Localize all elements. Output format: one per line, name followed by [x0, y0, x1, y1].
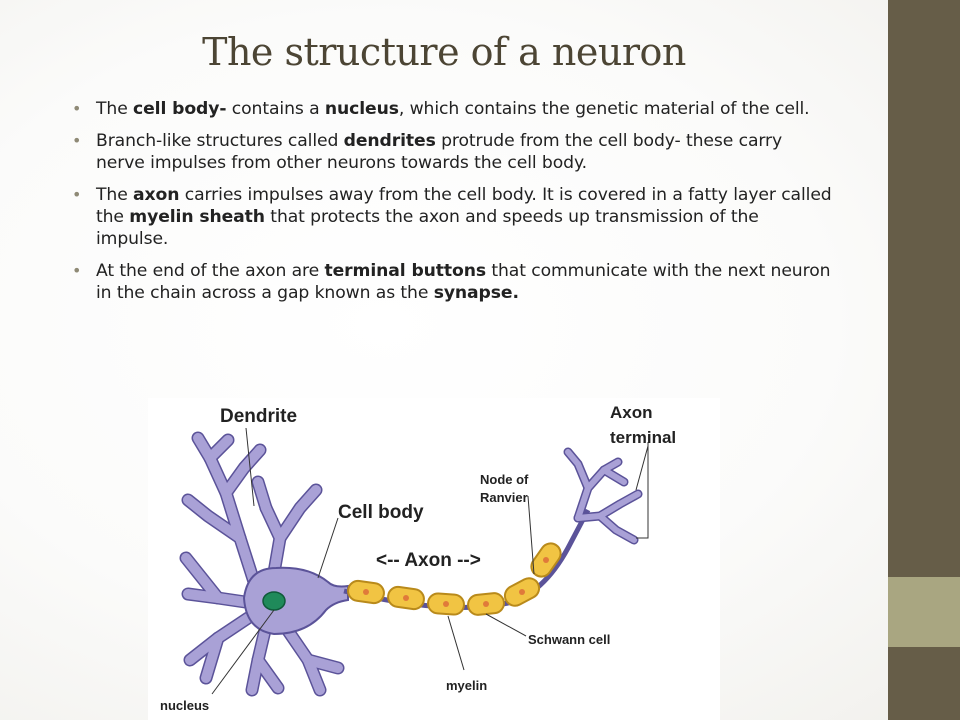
axon-terminal-branches [563, 447, 643, 545]
bullet-item: Branch-like structures called dendrites … [72, 130, 836, 174]
nucleus-shape [262, 591, 286, 611]
bold-term: nucleus [324, 99, 399, 119]
sidebar-accent-block [888, 577, 960, 647]
neuron-diagram: Dendrite Axon terminal Cell body Node of… [148, 398, 720, 720]
neuron-illustration: Dendrite Axon terminal Cell body Node of… [160, 403, 676, 713]
myelin-label: myelin [446, 678, 487, 693]
bullet-text: that communicate with the next neuron in… [96, 261, 831, 303]
bullet-text: , which contains the genetic material of… [398, 99, 810, 119]
bullet-item: The cell body- contains a nucleus, which… [72, 98, 836, 120]
bullet-item: At the end of the axon are terminal butt… [72, 260, 836, 304]
bullet-text: At the end of the axon are [96, 261, 325, 281]
bullet-text: The [96, 99, 134, 119]
page-title: The structure of a neuron [202, 30, 686, 74]
node-of-ranvier-label-line1: Node of [480, 472, 529, 487]
bullet-text: Branch-like structures called [96, 131, 344, 151]
dendrite-label: Dendrite [220, 406, 297, 427]
bullet-text: protrude from the cell body- these carry… [96, 131, 783, 173]
bullet-item: The axon carries impulses away from the … [72, 184, 836, 250]
axon-terminal-label-line1: Axon [610, 403, 653, 422]
cell-body-label: Cell body [338, 502, 424, 523]
schwann-nuclei [363, 557, 549, 607]
cell-body [242, 566, 349, 636]
leader-lines [211, 427, 649, 695]
bullet-list: The cell body- contains a nucleus, which… [72, 98, 836, 314]
bullet-text: The [96, 185, 134, 205]
bullet-text: that protects the axon and speeds up tra… [96, 207, 759, 249]
dendrites [179, 431, 345, 697]
bold-term: axon [133, 185, 180, 205]
nucleus-label: nucleus [160, 698, 209, 713]
bold-term: dendrites [343, 131, 436, 151]
bold-term: terminal buttons [324, 261, 486, 281]
bullet-text: carries impulses away from the cell body… [96, 185, 832, 227]
bold-term: synapse. [433, 283, 519, 303]
bold-term: myelin sheath [129, 207, 265, 227]
axon-label: <-- Axon --> [376, 550, 481, 571]
bold-term: cell body- [133, 99, 227, 119]
node-of-ranvier-label-line2: Ranvier [480, 490, 528, 505]
bullet-text: contains a [226, 99, 325, 119]
schwann-cell-label: Schwann cell [528, 632, 610, 647]
axon-terminal-label-line2: terminal [610, 428, 676, 447]
